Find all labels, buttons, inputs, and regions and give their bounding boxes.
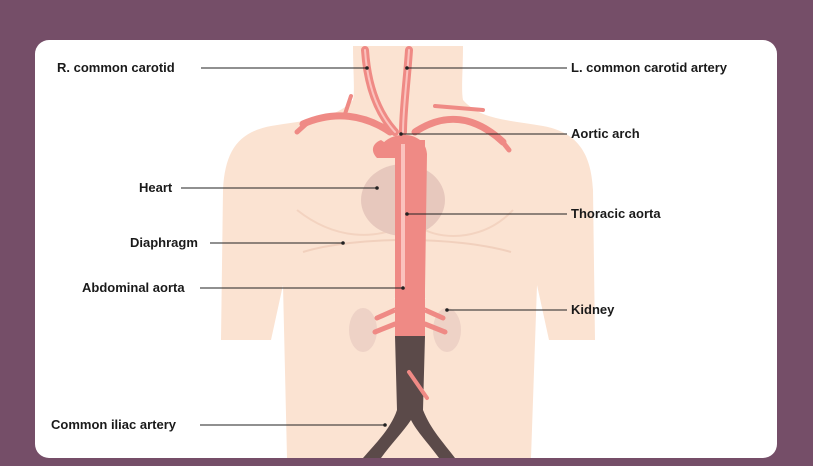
label-aortic-arch: Aortic arch: [571, 126, 640, 141]
right-kidney: [349, 308, 377, 352]
label-abdominal-aorta: Abdominal aorta: [82, 280, 185, 295]
label-r-common-carotid: R. common carotid: [57, 60, 175, 75]
label-l-common-carotid: L. common carotid artery: [571, 60, 727, 75]
label-heart: Heart: [139, 180, 172, 195]
label-diaphragm: Diaphragm: [130, 235, 198, 250]
diagram-panel: R. common carotid L. common carotid arte…: [35, 40, 777, 458]
label-common-iliac: Common iliac artery: [51, 417, 176, 432]
label-thoracic-aorta: Thoracic aorta: [571, 206, 661, 221]
label-kidney: Kidney: [571, 302, 614, 317]
